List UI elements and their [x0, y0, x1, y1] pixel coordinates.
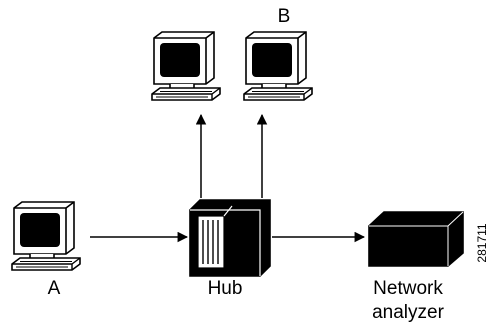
hub-icon — [189, 199, 271, 277]
label-network: Network — [373, 278, 443, 299]
computer-a-icon — [11, 201, 81, 271]
network-analyzer-icon — [368, 211, 464, 267]
computer-top-left-icon — [151, 31, 221, 101]
label-hub: Hub — [208, 278, 243, 299]
label-analyzer: analyzer — [372, 302, 444, 323]
computer-b-icon — [243, 31, 313, 101]
reference-number: 281711 — [475, 223, 489, 262]
label-b: B — [278, 6, 291, 27]
label-a: A — [48, 278, 61, 299]
